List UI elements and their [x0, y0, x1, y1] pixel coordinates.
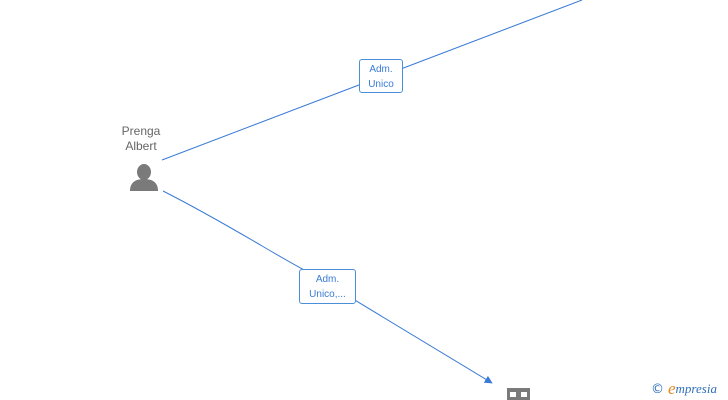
relationship-role-line1: Adm.: [315, 274, 340, 285]
relationship-role-line2: Unico,...: [309, 289, 346, 300]
person-icon[interactable]: [130, 164, 158, 191]
building-icon[interactable]: [507, 388, 530, 400]
person-name-line2: Albert: [125, 139, 157, 153]
person-name-line1: Prenga: [121, 124, 161, 138]
relationship-label-2[interactable]: Adm. Unico,...: [299, 269, 356, 304]
relationship-role-line1: Adm.: [369, 64, 393, 75]
empresia-logo: © e mpresia: [651, 379, 717, 398]
person-name[interactable]: Prenga Albert: [105, 124, 177, 154]
relationship-role-line2: Unico: [368, 79, 394, 90]
copyright-symbol: ©: [651, 381, 664, 397]
brand-rest: mpresia: [675, 381, 717, 396]
brand-initial: e: [668, 379, 676, 398]
relationship-label-1[interactable]: Adm. Unico: [359, 59, 403, 93]
